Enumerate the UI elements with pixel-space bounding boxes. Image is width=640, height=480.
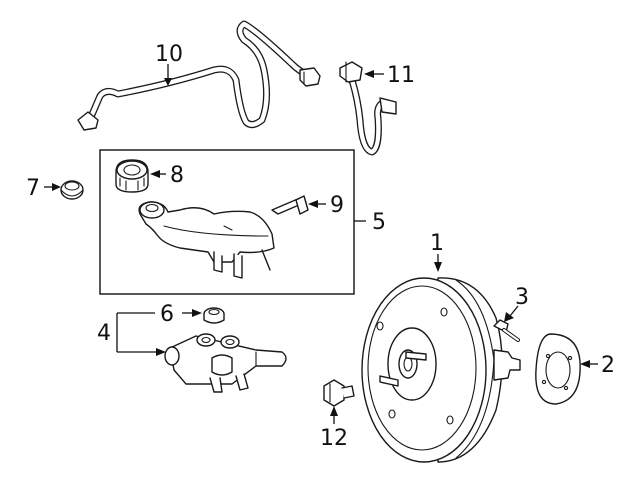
callout-7: 7 [26,176,40,201]
part-12-check-valve[interactable] [323,379,355,407]
callout-4: 4 [97,321,111,346]
callout-6: 6 [160,302,174,327]
callout-10: 10 [155,42,183,67]
callout-11: 11 [387,63,415,88]
part-8-reservoir-cap[interactable] [115,159,149,193]
callout-2: 2 [601,353,615,378]
callout-8: 8 [170,163,184,188]
part-3-bolt[interactable] [493,319,520,342]
part-11-brake-hose[interactable] [339,61,397,156]
callout-12: 12 [320,426,348,451]
callout-3: 3 [515,285,529,310]
part-7-seal[interactable] [60,180,84,200]
reservoir-group-box [99,149,355,295]
part-6-grommet[interactable] [203,307,225,324]
leader-lines [44,64,598,424]
part-2-gasket[interactable] [535,333,581,405]
callout-9: 9 [330,193,344,218]
part-1-brake-booster[interactable] [361,277,521,463]
callout-5: 5 [372,210,386,235]
fluid-reservoir[interactable] [138,201,275,279]
callout-1: 1 [430,231,444,256]
part-4-master-cylinder[interactable] [164,333,287,393]
part-10-brake-line[interactable] [77,20,321,131]
part-9-level-sensor[interactable] [271,195,309,215]
